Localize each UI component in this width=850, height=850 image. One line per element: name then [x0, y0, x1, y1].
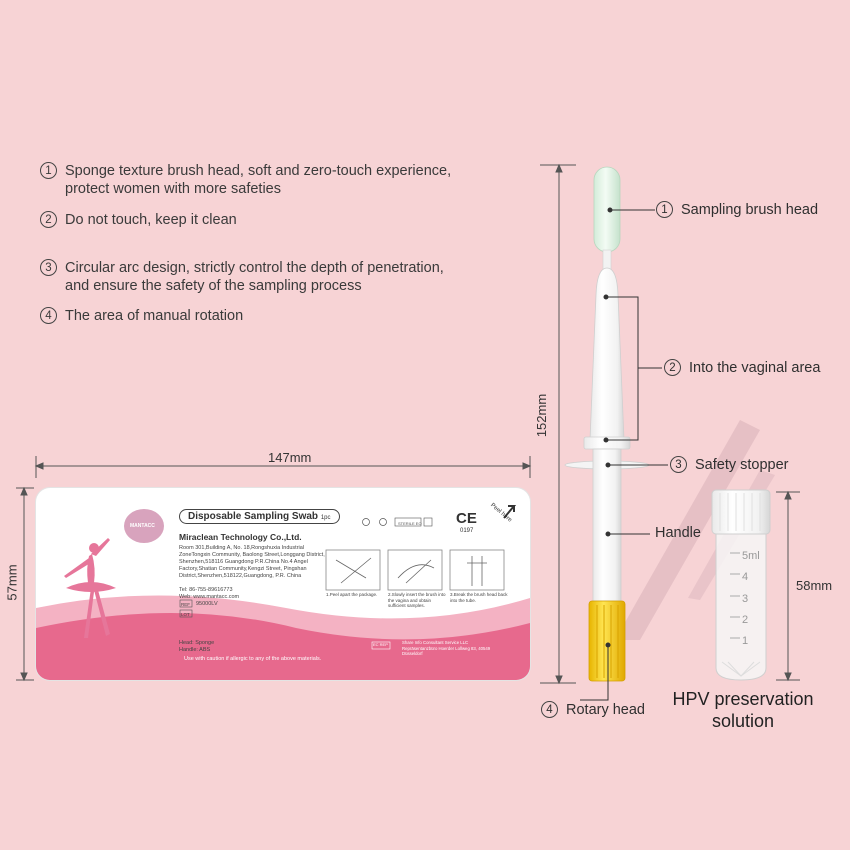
hpv-title-line: HPV preservation: [672, 689, 814, 709]
feature-3: 3 Circular arc design, strictly control …: [40, 259, 444, 295]
feature-4: 4 The area of manual rotation: [40, 307, 243, 325]
graduation-label: 4: [742, 571, 749, 584]
shadow-streak: [615, 420, 760, 640]
number-badge: 1: [656, 201, 673, 218]
insertion-tube: [589, 267, 625, 441]
tel: Tel: 86-755-89616773: [179, 587, 233, 593]
product-name-badge: Disposable Sampling Swab 1pc: [179, 509, 340, 524]
warning-text: Use with caution if allergic to any of t…: [184, 656, 322, 662]
number-badge: 2: [664, 359, 681, 376]
callout-rotary-head: 4 Rotary head: [541, 701, 645, 718]
sterile-label: STERILE EO: [398, 521, 422, 526]
number-badge: 3: [40, 259, 57, 276]
width-dimension: [34, 456, 532, 478]
step-2: 2.Slowly insert the brush into the vagin…: [388, 592, 446, 608]
height-label: 57mm: [4, 564, 20, 601]
hpv-title: HPV preservation solution: [660, 688, 826, 732]
number-badge: 4: [541, 701, 558, 718]
width-label: 147mm: [268, 450, 312, 465]
feature-text: Sponge texture brush head, soft and zero…: [65, 163, 452, 179]
callout-label: Handle: [655, 525, 701, 541]
rep-address: Share Info Consultant Service LLC Repräs…: [402, 640, 491, 656]
ref-label: REF: [181, 602, 190, 607]
pink-wave: [36, 613, 530, 680]
tube-cap: [711, 489, 771, 535]
ballerina-icon: [64, 538, 116, 638]
callout-label: Into the vaginal area: [689, 359, 821, 376]
ce-number: 0197: [460, 528, 474, 534]
number-badge: 2: [40, 211, 57, 228]
feature-text: The area of manual rotation: [65, 308, 244, 324]
graduation-label: 5ml: [742, 550, 760, 562]
feature-2: 2 Do not touch, keep it clean: [40, 211, 237, 229]
step-1: 1.Peel apart the package.: [326, 592, 378, 597]
package: MANTACC Disposable Sampling Swab 1pc Mir…: [36, 488, 530, 680]
peel-arrow: [503, 505, 517, 519]
ce-mark: CE: [456, 510, 477, 527]
head-material: Head: Sponge: [179, 640, 215, 646]
graduation-label: 1: [742, 635, 749, 648]
height-dimension: [16, 486, 34, 682]
callout-brush-head: 1 Sampling brush head: [656, 201, 818, 218]
web: Web: www.mantacc.com: [179, 594, 240, 600]
graduation-label: 3: [742, 592, 749, 605]
feature-text: Circular arc design, strictly control th…: [65, 260, 444, 276]
swab-length-dimension: [540, 163, 576, 685]
brand-logo: MANTACC: [130, 523, 155, 529]
callout-handle: Handle: [655, 525, 701, 541]
callout-vaginal-area: 2 Into the vaginal area: [664, 359, 820, 376]
logo-blob: [124, 509, 164, 543]
callout-safety-stopper: 3 Safety stopper: [670, 456, 789, 473]
feature-text: Do not touch, keep it clean: [65, 212, 237, 228]
tube-height-dimension: [776, 490, 800, 682]
product-name: Disposable Sampling Swab: [188, 511, 319, 522]
address: Room 301,Building A, No. 18,Rongshuxia I…: [179, 545, 325, 579]
handle-material: Handle: ABS: [179, 647, 211, 653]
number-badge: 4: [40, 307, 57, 324]
company-name: Miraclean Technology Co.,Ltd.: [179, 532, 302, 542]
graduation-label: 2: [742, 613, 749, 626]
handle: [592, 448, 622, 602]
hpv-title-line: solution: [711, 711, 775, 731]
preservation-tube: [711, 489, 771, 681]
callout-label: Rotary head: [566, 701, 645, 718]
ref-value: 95000LV: [196, 601, 218, 607]
number-badge: 1: [40, 162, 57, 179]
swab-length-label: 152mm: [534, 393, 550, 438]
feature-1: 1 Sponge texture brush head, soft and ze…: [40, 162, 451, 198]
feature-text: and ensure the safety of the sampling pr…: [65, 278, 362, 294]
ec-rep-label: EC REP: [373, 642, 388, 647]
number-badge: 3: [670, 456, 687, 473]
tube-height-label: 58mm: [796, 578, 833, 593]
step-3: 3.Break the brush head back into the tub…: [450, 592, 508, 603]
callout-label: Sampling brush head: [681, 201, 819, 218]
product-qty: 1pc: [320, 515, 331, 521]
callout-label: Safety stopper: [695, 456, 789, 473]
tube-body: [715, 533, 767, 681]
feature-text: protect women with more safeties: [65, 181, 281, 197]
tube-graduations: 5ml 4 3 2 1: [742, 546, 760, 652]
lot-label: LOT: [181, 612, 190, 617]
package-art: [36, 505, 530, 680]
rotary-head: [588, 600, 626, 682]
